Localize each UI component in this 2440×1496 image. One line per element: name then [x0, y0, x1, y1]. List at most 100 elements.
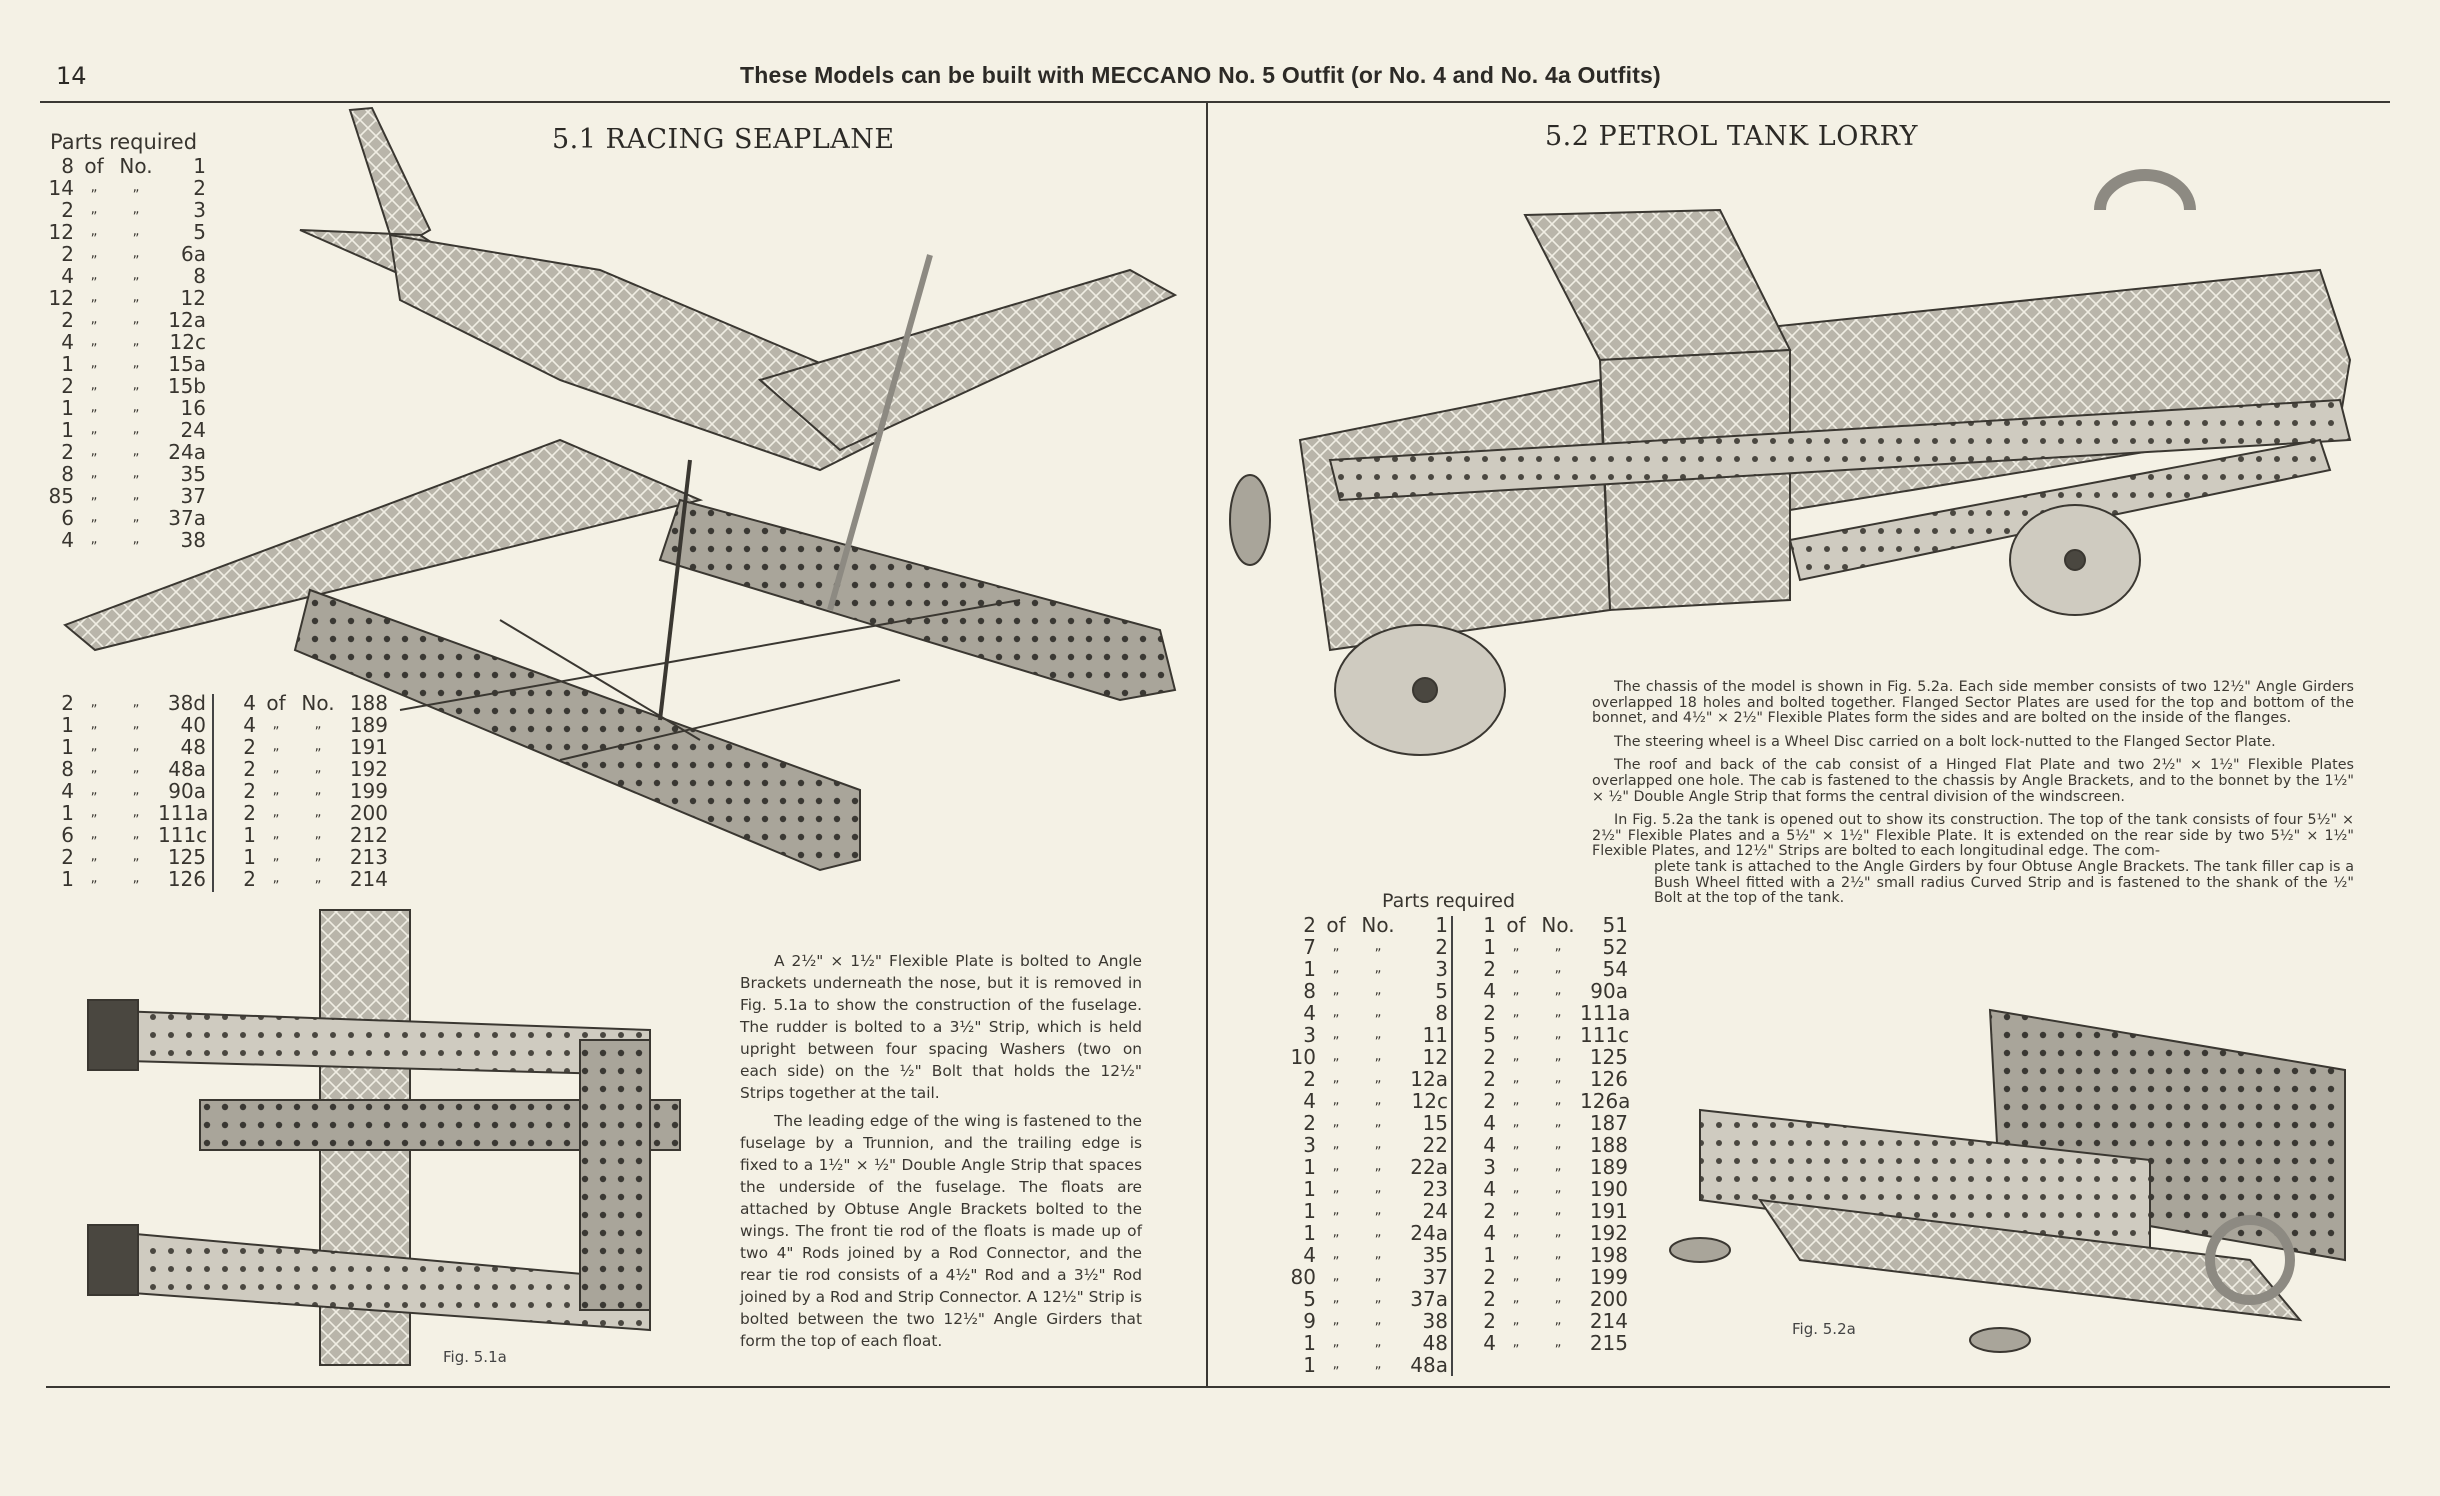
- part-no-label: „: [1374, 1181, 1382, 1196]
- part-number: 126: [1589, 1067, 1628, 1091]
- part-quantity: 2: [1483, 1309, 1496, 1333]
- part-quantity: 4: [61, 330, 74, 354]
- parts-row: 8„„48a: [40, 758, 206, 780]
- part-number: 111a: [158, 801, 209, 825]
- parts-divider: [212, 694, 214, 892]
- parts-row: 4„„90a: [40, 780, 206, 802]
- part-of-label: „: [90, 334, 98, 349]
- part-quantity: 1: [1303, 957, 1316, 981]
- part-number: 15: [1422, 1111, 1448, 1135]
- part-of-label: „: [90, 290, 98, 305]
- part-number: 12: [180, 286, 206, 310]
- part-quantity: 1: [1303, 1331, 1316, 1355]
- lorry-paragraph: The steering wheel is a Wheel Disc carri…: [1614, 733, 2276, 750]
- part-quantity: 5: [1303, 1287, 1316, 1311]
- part-number: 48: [180, 735, 206, 759]
- part-of-label: „: [90, 849, 98, 864]
- part-of-label: „: [1332, 1093, 1340, 1108]
- part-no-label: „: [1374, 1225, 1382, 1240]
- part-no-label: „: [1554, 1093, 1562, 1108]
- part-quantity: 1: [61, 801, 74, 825]
- part-quantity: 1: [1483, 913, 1496, 937]
- parts-row: 2„„125: [40, 846, 206, 868]
- part-of-label: „: [272, 739, 280, 754]
- part-quantity: 80: [1290, 1265, 1316, 1289]
- part-no-label: „: [1374, 1093, 1382, 1108]
- parts-row: 4„„8: [1282, 1002, 1448, 1024]
- part-number: 35: [180, 462, 206, 486]
- lorry-paragraph: plete tank is attached to the Angle Gird…: [1654, 858, 2354, 907]
- part-no-label: „: [132, 871, 140, 886]
- part-quantity: 1: [1483, 935, 1496, 959]
- part-no-label: „: [1554, 983, 1562, 998]
- part-no-label: „: [1374, 1247, 1382, 1262]
- part-number: 40: [180, 713, 206, 737]
- part-no-label: „: [132, 466, 140, 481]
- part-no-label: „: [1554, 1269, 1562, 1284]
- part-number: 3: [1435, 957, 1448, 981]
- part-of-label: „: [90, 827, 98, 842]
- lorry-title: 5.2 PETROL TANK LORRY: [1545, 121, 1919, 152]
- part-of-label: „: [1512, 1159, 1520, 1174]
- part-number: 8: [193, 264, 206, 288]
- part-number: 22: [1422, 1133, 1448, 1157]
- part-quantity: 4: [1483, 979, 1496, 1003]
- part-quantity: 2: [1303, 1067, 1316, 1091]
- lorry-paragraph: The roof and back of the cab consist of …: [1592, 757, 2354, 805]
- parts-row: 2„„214: [1462, 1310, 1628, 1332]
- part-number: 15b: [167, 374, 206, 398]
- part-no-label: „: [314, 783, 322, 798]
- part-quantity: 4: [1483, 1133, 1496, 1157]
- part-number: 24: [1422, 1199, 1448, 1223]
- part-number: 191: [1589, 1199, 1628, 1223]
- parts-row: 1„„40: [40, 714, 206, 736]
- part-number: 199: [1589, 1265, 1628, 1289]
- part-number: 38d: [167, 691, 206, 715]
- running-title: These Models can be built with MECCANO N…: [740, 62, 1661, 88]
- part-of-label: „: [90, 783, 98, 798]
- part-no-label: „: [1374, 1269, 1382, 1284]
- part-of-label: „: [1332, 983, 1340, 998]
- part-number: 37a: [1410, 1287, 1448, 1311]
- part-quantity: 8: [61, 757, 74, 781]
- parts-row: 4„„192: [1462, 1222, 1628, 1244]
- parts-row: 14„„2: [40, 177, 206, 199]
- part-of-label: „: [1512, 939, 1520, 954]
- part-number: 16: [180, 396, 206, 420]
- parts-row: 2„„15: [1282, 1112, 1448, 1134]
- part-quantity: 4: [1483, 1177, 1496, 1201]
- part-number: 12c: [1411, 1089, 1448, 1113]
- part-quantity: 2: [1483, 1199, 1496, 1223]
- part-of-label: „: [90, 224, 98, 239]
- part-number: 23: [1422, 1177, 1448, 1201]
- part-quantity: 8: [61, 154, 74, 178]
- part-quantity: 2: [61, 691, 74, 715]
- part-quantity: 85: [48, 484, 74, 508]
- part-no-label: „: [132, 532, 140, 547]
- part-no-label: „: [314, 849, 322, 864]
- part-of-label: „: [90, 761, 98, 776]
- part-number: 22a: [1410, 1155, 1448, 1179]
- part-of-label: „: [1332, 1203, 1340, 1218]
- part-number: 5: [1435, 979, 1448, 1003]
- part-of-label: „: [90, 466, 98, 481]
- part-quantity: 2: [243, 801, 256, 825]
- parts-row: 3„„22: [1282, 1134, 1448, 1156]
- seaplane-parts-heading: Parts required: [50, 130, 198, 154]
- part-no-label: „: [1374, 1137, 1382, 1152]
- parts-row: 2„„199: [222, 780, 388, 802]
- fig-5-1a-illustration: [87, 909, 681, 1366]
- part-number: 90a: [168, 779, 206, 803]
- part-of-label: „: [1332, 1247, 1340, 1262]
- part-of-label: „: [90, 444, 98, 459]
- part-number: 200: [1589, 1287, 1628, 1311]
- seaplane-rear-float: [658, 498, 1177, 702]
- part-no-label: „: [1374, 1313, 1382, 1328]
- parts-row: 8„„35: [40, 463, 206, 485]
- part-of-label: „: [90, 180, 98, 195]
- parts-row: 2„„24a: [40, 441, 206, 463]
- parts-row: 2„„125: [1462, 1046, 1628, 1068]
